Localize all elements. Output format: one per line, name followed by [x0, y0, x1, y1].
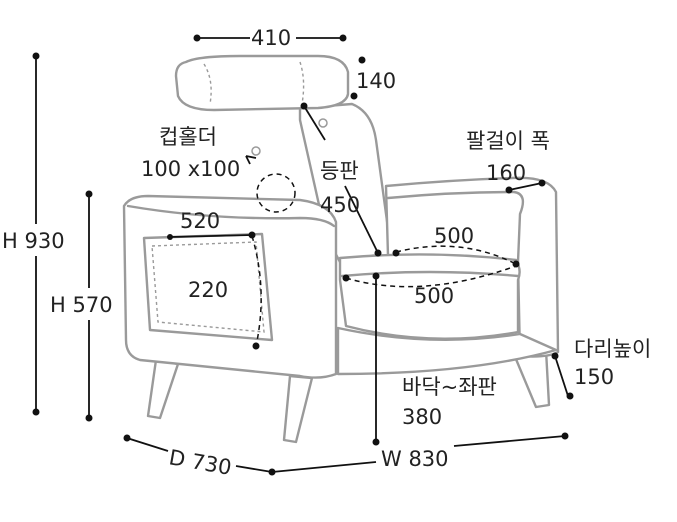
cup-holder-title: 컵홀더	[159, 125, 217, 149]
total-height-label: H 930	[2, 229, 65, 253]
dim-dot	[300, 102, 308, 110]
dim-dot	[123, 434, 131, 442]
cup-holder-circle	[256, 173, 296, 213]
front-leg-left	[146, 358, 180, 420]
dimension-lines	[32, 34, 574, 476]
dim-dot	[561, 432, 569, 440]
left-armrest-top-curve	[126, 204, 336, 228]
depth-label: D 730	[167, 445, 233, 480]
front-leg-right	[282, 374, 314, 444]
dim-dot	[512, 260, 520, 268]
armrest-title: 팔걸이 폭	[466, 129, 550, 153]
headrest-stitch	[203, 63, 212, 105]
dim-dot	[193, 34, 201, 42]
cup-holder-marker	[251, 146, 261, 156]
dim-dot	[358, 56, 366, 64]
dim-dot	[32, 408, 40, 416]
armrest-value: 160	[486, 161, 526, 185]
seat-cushion-front-edge	[340, 270, 520, 278]
dim-dot	[374, 249, 382, 257]
floor-to-seat-value: 380	[402, 405, 442, 429]
backrest-title: 등판	[320, 159, 359, 183]
backrest-marker	[318, 118, 328, 128]
seat-cushion	[338, 253, 521, 340]
dim-dot	[32, 52, 40, 60]
dim-dot	[392, 249, 400, 257]
dim-dot	[342, 274, 350, 282]
side-panel-stitch	[151, 241, 265, 333]
width-label: W 830	[381, 447, 449, 471]
seat-width-label: 500	[434, 224, 474, 248]
seat-depth-label: 500	[414, 284, 454, 308]
dim-dot	[248, 231, 256, 239]
headrest-width-label: 410	[251, 26, 291, 50]
dim-dot	[252, 342, 260, 350]
side-height-label: 220	[188, 278, 228, 302]
cup-holder-size: 100 x100	[141, 157, 240, 181]
dim-dot	[566, 392, 574, 400]
dim-dot	[167, 234, 173, 240]
dim-dot	[538, 179, 546, 187]
sofa-outline	[122, 54, 560, 444]
headrest-height-label: 140	[356, 69, 396, 93]
dim-dot	[350, 92, 358, 100]
seat-height-label: H 570	[50, 293, 113, 317]
headrest	[174, 54, 350, 112]
headrest-stitch-2	[299, 61, 305, 105]
dim-dot	[505, 186, 513, 194]
dim-dot	[551, 352, 559, 360]
leg-height-title: 다리높이	[574, 337, 651, 361]
dimension-labels: 410 140 컵홀더 100 x100 등판 450 팔걸이 폭 160 52…	[2, 26, 651, 480]
dim-dot	[339, 34, 347, 42]
dim-dot	[372, 272, 380, 280]
side-width-label: 520	[180, 209, 220, 233]
leg-height-value: 150	[574, 365, 614, 389]
dim-dot	[85, 414, 93, 422]
dim-dot	[85, 190, 93, 198]
floor-to-seat-title: 바닥~좌판	[402, 375, 497, 399]
backrest-value: 450	[320, 193, 360, 217]
front-base	[336, 326, 558, 376]
dim-dot	[372, 438, 380, 446]
